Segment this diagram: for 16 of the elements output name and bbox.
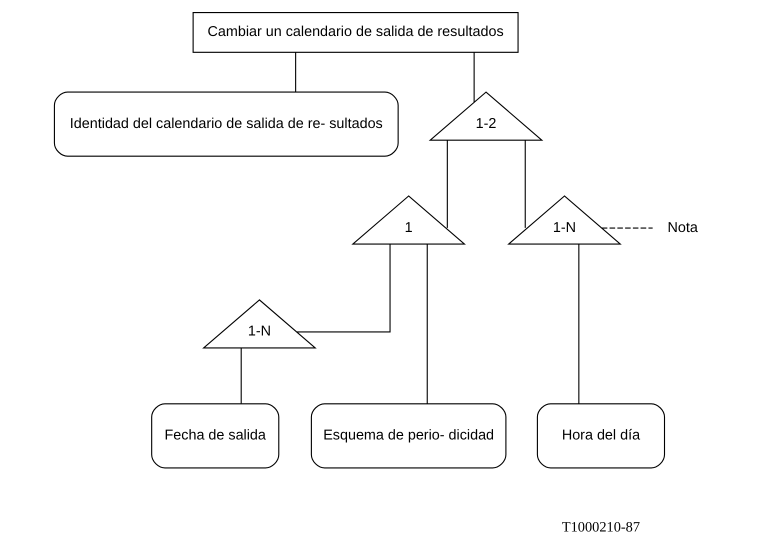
node-box: Fecha de salida (150, 403, 279, 468)
connector (601, 228, 652, 229)
node-box: Identidad del calendario de salida de re- sultados (53, 92, 398, 157)
node-text: Nota (667, 220, 698, 236)
connector (426, 244, 428, 404)
connector (446, 140, 448, 228)
node-box: Hora del día (536, 403, 665, 468)
node-box: Cambiar un calendario de salida de resultados (192, 12, 518, 53)
connector (294, 52, 296, 92)
connector (578, 244, 579, 404)
connector (524, 140, 526, 228)
connector (240, 348, 242, 404)
label: T1000210-87 (561, 519, 640, 536)
node-box: Esquema de perio- dicidad (310, 403, 506, 468)
connector (473, 52, 474, 102)
connector (296, 244, 390, 332)
